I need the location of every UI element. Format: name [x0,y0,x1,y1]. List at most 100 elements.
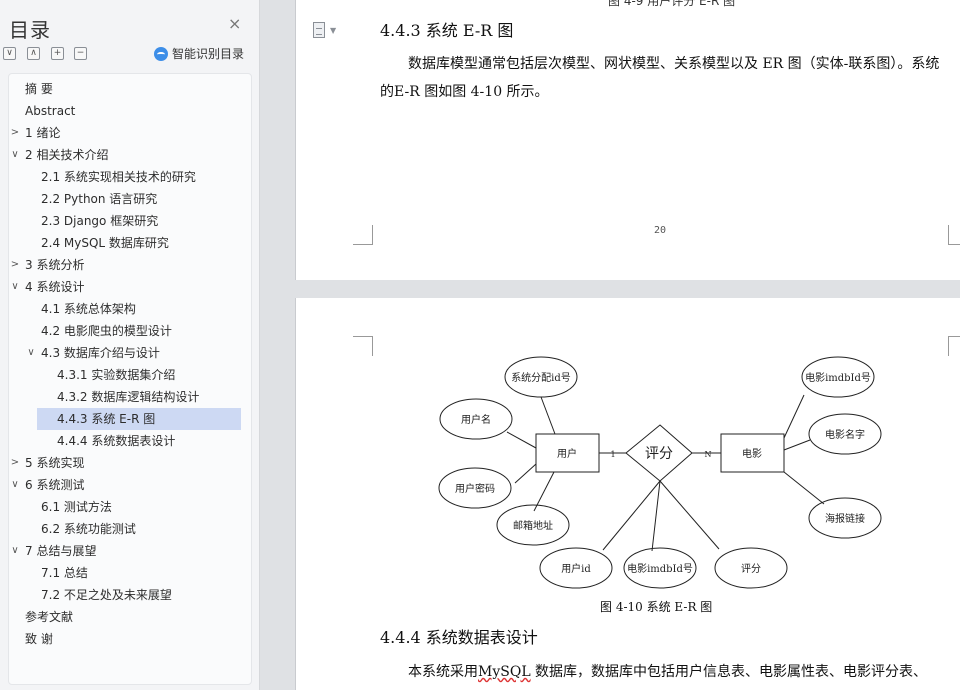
ai-icon [154,46,168,61]
er-attribute [496,504,570,546]
er-entity-movie: 电影 [742,447,762,460]
chevron-down-icon[interactable] [9,144,21,166]
toc-item-6-1[interactable]: 6.1 测试方法 [41,500,112,514]
er-attr-system-id: 系统分配id号 [511,371,571,384]
er-attribute [714,547,788,589]
er-line [651,480,661,552]
er-diagram: 系统分配id号 用户名 用户密码 邮箱地址 用户id 电影imdbId号 评分 … [438,356,882,589]
chevron-down-icon[interactable] [9,276,21,298]
document-icon[interactable] [313,22,325,38]
spellcheck-term[interactable]: MySQL [478,664,531,680]
er-attribute [439,398,513,440]
toc-item-4-3-2[interactable]: 4.3.2 数据库逻辑结构设计 [57,390,200,404]
er-attribute [808,497,882,539]
toc-item-2[interactable]: 2 相关技术介绍 [9,144,108,166]
toc-item-3[interactable]: 3 系统分析 [9,254,84,276]
er-relation-rating: 评分 [645,446,673,462]
er-attr-userid: 用户id [561,562,591,575]
toc-item-label: 4.3 数据库介绍与设计 [41,346,160,360]
toc-item-label: 1 绪论 [25,126,61,140]
toc-list [8,73,252,685]
chevron-down-icon[interactable] [25,342,37,364]
er-attribute [623,547,697,589]
chevron-down-icon[interactable] [9,540,21,562]
toc-item-7-2[interactable]: 7.2 不足之处及未来展望 [41,588,172,602]
toc-title: 目录 [9,18,51,42]
toc-item-6-2[interactable]: 6.2 系统功能测试 [41,522,136,536]
toc-item-label: 4 系统设计 [25,280,85,294]
document-page-21[interactable] [296,298,960,690]
chevron-right-icon[interactable] [9,452,21,474]
er-cardinality-right: N [705,450,712,459]
toc-item-7-1[interactable]: 7.1 总结 [41,566,88,580]
er-line [659,480,720,550]
chevron-down-icon[interactable] [9,474,21,496]
er-entity-user: 用户 [557,447,577,460]
smart-toc-label: 智能识别目录 [172,47,245,61]
toc-item-label: 2 相关技术介绍 [25,148,109,162]
toc-item-2-3[interactable]: 2.3 Django 框架研究 [41,214,159,228]
er-attr-poster: 海报链接 [825,512,865,525]
er-cardinality-left: 1 [610,450,615,459]
toc-item-4-3-1[interactable]: 4.3.1 实验数据集介绍 [57,368,176,382]
toc-item-abstract-en[interactable]: Abstract [25,104,76,118]
toc-item-4-4-3-selected[interactable]: 4.4.3 系统 E-R 图 [37,408,241,430]
toc-item-2-1[interactable]: 2.1 系统实现相关技术的研究 [41,170,196,184]
toc-item-2-2[interactable]: 2.2 Python 语言研究 [41,192,158,206]
add-heading-icon[interactable]: + [51,47,64,60]
toc-item-4-4-4[interactable]: 4.4.4 系统数据表设计 [57,434,176,448]
toc-item-7[interactable]: 7 总结与展望 [9,540,96,562]
er-line [602,480,661,551]
smart-toc-button[interactable]: 智能识别目录 [154,45,244,62]
toc-item-label: 3 系统分析 [25,258,85,272]
chevron-down-icon[interactable]: ▼ [330,26,337,35]
er-attr-movie-imdb: 电影imdbId号 [805,371,871,384]
er-line [506,431,537,449]
chevron-right-icon[interactable] [9,122,21,144]
previous-figure-caption-cut: 图 4-9 用户评分 E-R 图 [608,0,736,8]
toc-item-abstract-cn[interactable]: 摘 要 [25,82,53,96]
crop-mark [353,336,373,356]
er-line [540,396,556,435]
toc-item-references[interactable]: 参考文献 [25,610,74,624]
toc-item-4-3[interactable]: 4.3 数据库介绍与设计 [25,342,160,364]
er-attr-rel-movie-imdb: 电影imdbId号 [627,562,693,575]
er-line [783,439,811,451]
toc-item-1[interactable]: 1 绪论 [9,122,60,144]
er-entity-box [720,433,785,473]
toc-item-5[interactable]: 5 系统实现 [9,452,84,474]
remove-heading-icon[interactable]: − [74,47,87,60]
er-attr-email: 邮箱地址 [513,519,553,532]
document-page-20[interactable] [296,0,960,280]
er-attribute [539,547,613,589]
toc-sidebar: 目录 × ∨ ∧ + − 智能识别目录 摘 要 Abstract 1 绪论 2 … [0,0,260,690]
er-relation-diamond [625,424,693,482]
expand-all-icon[interactable]: ∨ [3,47,16,60]
toc-item-label: 7 总结与展望 [25,544,97,558]
er-attr-username: 用户名 [461,413,491,426]
toc-item-4-2[interactable]: 4.2 电影爬虫的模型设计 [41,324,172,338]
section-heading-4-4-3: 4.4.3 系统 E-R 图 [380,21,514,40]
er-line [783,471,825,505]
collapse-all-icon[interactable]: ∧ [27,47,40,60]
er-line [514,463,537,484]
toc-item-4-1[interactable]: 4.1 系统总体架构 [41,302,136,316]
toc-item-2-4[interactable]: 2.4 MySQL 数据库研究 [41,236,169,250]
er-attribute [801,356,875,398]
page-number: 20 [654,225,667,236]
figure-caption: 图 4-10 系统 E-R 图 [600,600,713,614]
toc-item-acknowledgements[interactable]: 致 谢 [25,632,53,646]
er-attribute [808,413,882,455]
toc-item-4[interactable]: 4 系统设计 [9,276,84,298]
para-text: 本系统采用 [408,664,478,680]
toc-item-6[interactable]: 6 系统测试 [9,474,84,496]
section-paragraph: 数据库模型通常包括层次模型、网状模型、关系模型以及 ER 图（实体-联系图）。系… [380,56,940,100]
para-text: 数据库，数据库中包括用户信息表、电影属性表、电影评分表、 [530,664,928,680]
section-heading-4-4-4: 4.4.4 系统数据表设计 [380,628,538,647]
close-icon[interactable]: × [228,14,242,33]
page-shadow [295,298,296,690]
toc-item-label: 6 系统测试 [25,478,85,492]
crop-mark [948,336,960,356]
chevron-right-icon[interactable] [9,254,21,276]
er-attr-rating: 评分 [741,563,761,575]
